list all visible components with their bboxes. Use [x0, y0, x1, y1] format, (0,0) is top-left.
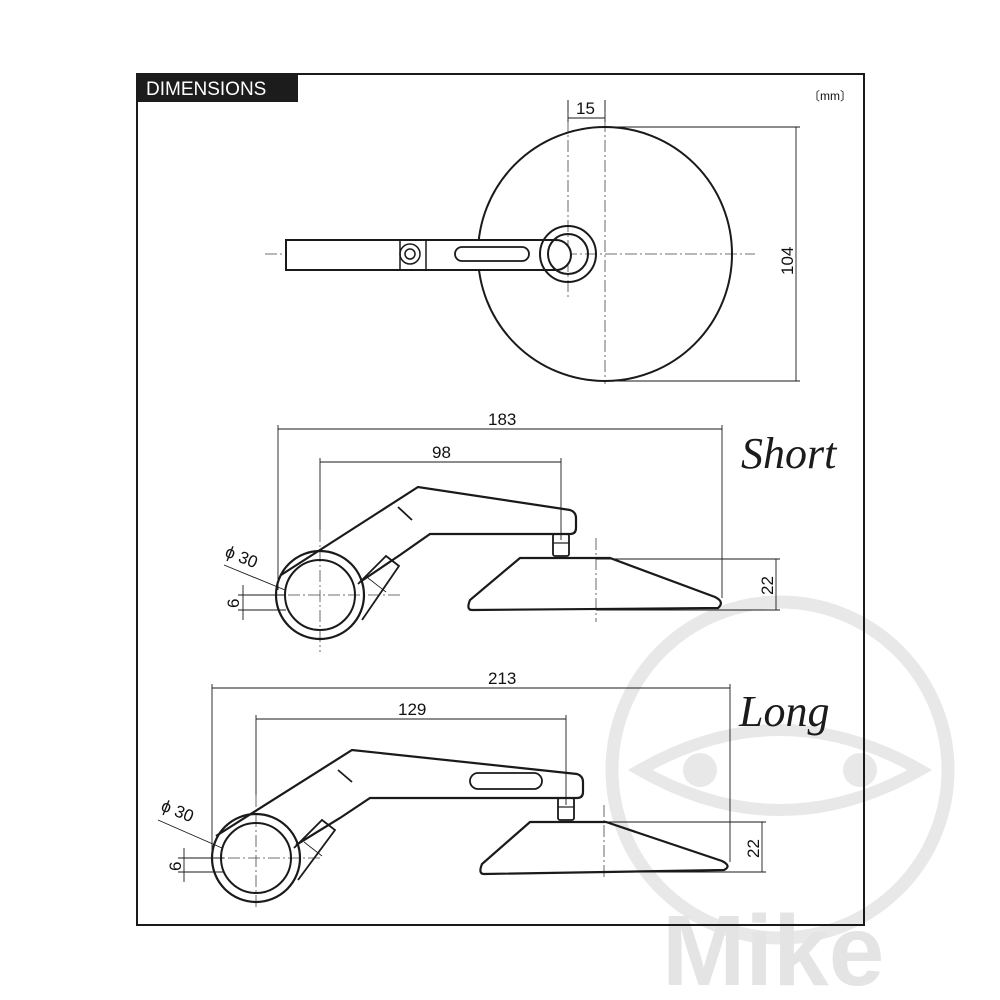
short-side-view	[223, 425, 780, 652]
short-mirror-side	[467, 556, 722, 612]
watermark-text: Mike	[662, 895, 884, 1000]
header-banner	[137, 74, 298, 102]
short-label: Short	[741, 429, 838, 478]
long-side-view	[157, 684, 766, 908]
top-dim-diameter: 104	[778, 247, 797, 275]
watermark: Mike	[605, 595, 955, 1000]
short-dim-clamp: ϕ 30	[223, 542, 261, 572]
top-dim-offset: 15	[576, 99, 595, 118]
short-dim-inner: 98	[432, 443, 451, 462]
long-dim-total: 213	[488, 669, 516, 688]
pivot-top	[539, 225, 597, 283]
short-dim-height: 22	[758, 576, 777, 595]
long-dim-height: 22	[744, 839, 763, 858]
long-dim-inner: 129	[398, 700, 426, 719]
header-title: DIMENSIONS	[146, 79, 266, 100]
short-dim-total: 183	[488, 410, 516, 429]
top-view	[265, 100, 800, 384]
long-label: Long	[738, 687, 829, 736]
long-dim-clamp: ϕ 30	[159, 796, 197, 826]
short-arm	[280, 485, 578, 583]
drawing-frame	[136, 73, 865, 926]
long-pivot	[557, 797, 575, 821]
long-clamp-ring	[210, 812, 302, 904]
unit-label: 〔mm〕	[808, 89, 852, 103]
short-pivot	[552, 533, 570, 557]
long-arm	[215, 748, 585, 846]
long-mirror-side	[479, 820, 729, 876]
short-dim-offset: 6	[224, 599, 243, 608]
long-dim-offset: 6	[166, 862, 185, 871]
long-arm-slot	[469, 772, 543, 790]
